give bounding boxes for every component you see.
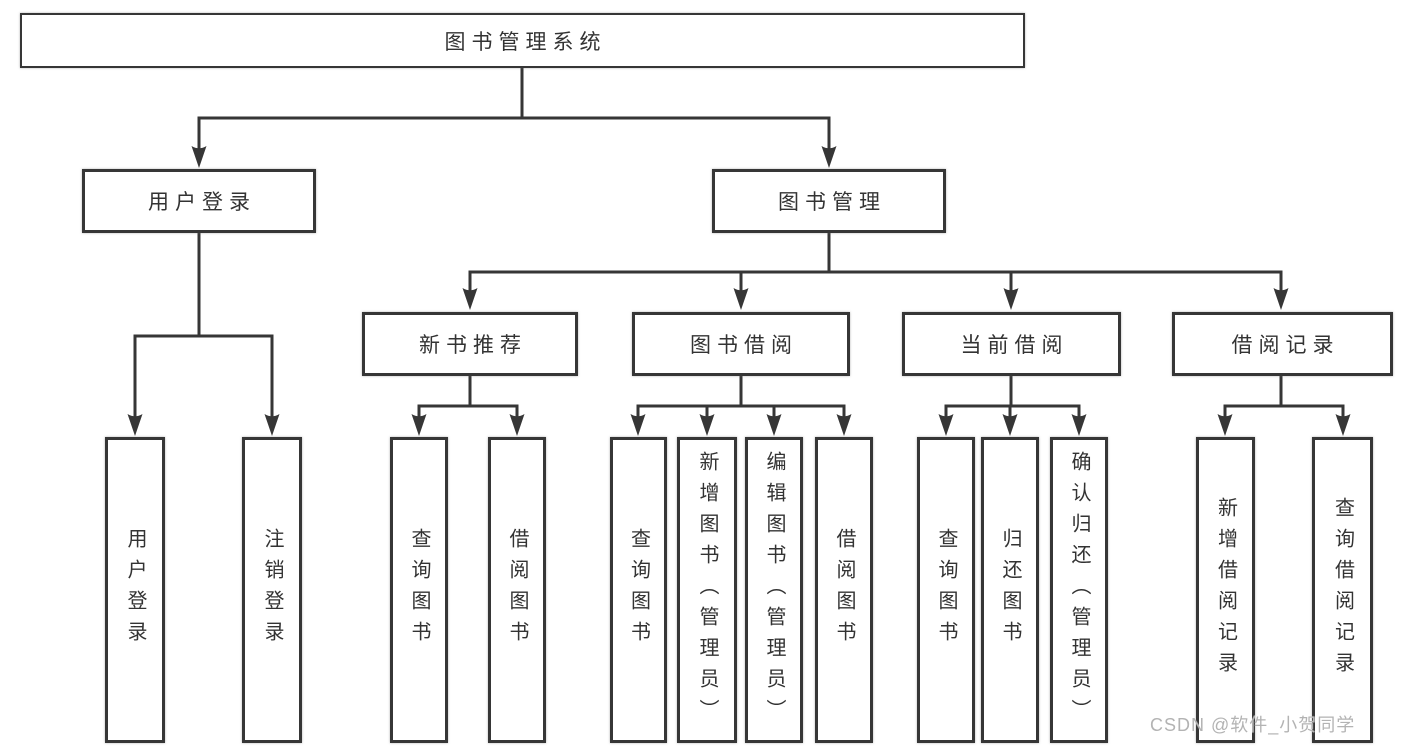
- node-user-login: 用户登录: [82, 169, 316, 233]
- leaf-bb-borrow-books: 借阅图书: [815, 437, 873, 743]
- node-book-management: 图书管理: [712, 169, 946, 233]
- leaf-br-query-record: 查询借阅记录: [1312, 437, 1373, 743]
- node-root: 图书管理系统: [20, 13, 1025, 68]
- leaf-cb-query-books: 查询图书: [917, 437, 975, 743]
- leaf-logout: 注销登录: [242, 437, 302, 743]
- leaf-nr-borrow-books: 借阅图书: [488, 437, 546, 743]
- node-current-borrow: 当前借阅: [902, 312, 1121, 376]
- node-borrow-records: 借阅记录: [1172, 312, 1393, 376]
- leaf-bb-edit-books-admin: 编辑图书（管理员）: [745, 437, 803, 743]
- leaf-user-login: 用户登录: [105, 437, 165, 743]
- node-new-book-recommend: 新书推荐: [362, 312, 578, 376]
- leaf-cb-return-books: 归还图书: [981, 437, 1039, 743]
- leaf-br-add-record: 新增借阅记录: [1196, 437, 1255, 743]
- leaf-cb-confirm-return-admin: 确认归还（管理员）: [1050, 437, 1108, 743]
- leaf-nr-query-books: 查询图书: [390, 437, 448, 743]
- leaf-bb-query-books: 查询图书: [610, 437, 667, 743]
- node-book-borrow: 图书借阅: [632, 312, 850, 376]
- watermark-text: CSDN @软件_小贺同学: [1150, 715, 1356, 735]
- leaf-bb-add-books-admin: 新增图书（管理员）: [677, 437, 737, 743]
